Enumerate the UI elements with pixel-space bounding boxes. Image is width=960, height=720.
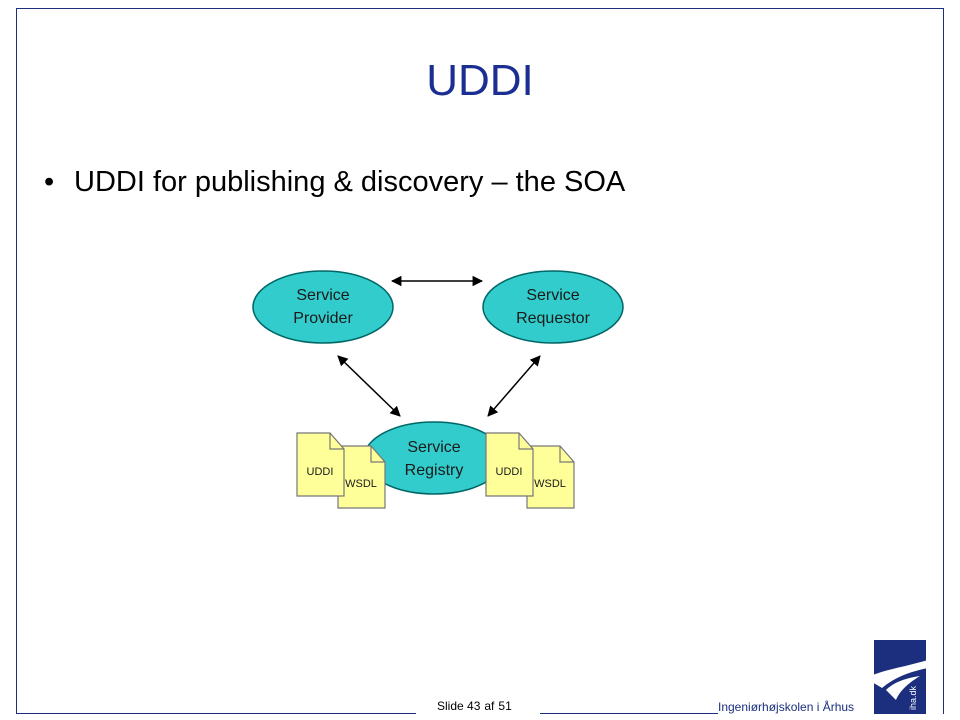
slide-title: UDDI (426, 56, 534, 105)
left-wsdl-label: WSDL (345, 478, 377, 490)
footer-rule-right (540, 713, 718, 714)
service-requestor-line1: Service (526, 287, 579, 304)
right-uddi-doc-shape (485, 432, 534, 497)
right-wsdl-document: WSDL (526, 445, 575, 509)
slide-total: 51 (498, 699, 512, 713)
school-name: Ingeniørhøjskolen i Århus (718, 700, 855, 714)
iha-logo: iha.dk (872, 640, 928, 714)
right-uddi-label: UDDI (496, 466, 523, 478)
left-wsdl-doc-shape (337, 445, 386, 509)
bullet-item: • UDDI for publishing & discovery – the S… (44, 166, 625, 199)
service-provider-line2: Provider (293, 310, 353, 327)
service-requestor-node (482, 270, 624, 344)
bullet-marker: • (44, 166, 55, 198)
left-wsdl-doc-fold (370, 446, 385, 463)
slide-number: Slide 43 (437, 699, 481, 713)
left-wsdl-document: WSDL (337, 445, 386, 509)
service-registry-line2: Registry (405, 462, 464, 479)
right-uddi-doc-fold (518, 433, 533, 450)
footer-rule-left (16, 713, 416, 714)
service-registry-line1: Service (407, 439, 460, 456)
arrow-provider-registry (337, 355, 401, 417)
logo-text: iha.dk (908, 685, 918, 710)
service-provider-node (252, 270, 394, 344)
right-wsdl-label: WSDL (534, 478, 566, 490)
right-wsdl-doc-fold (559, 446, 574, 463)
left-uddi-doc-shape (296, 432, 345, 497)
right-uddi-document: UDDI (485, 432, 534, 497)
logo-bird-wing (886, 676, 920, 700)
slide-of-label: af (484, 699, 495, 713)
slide-frame (16, 8, 944, 714)
left-uddi-label: UDDI (307, 466, 334, 478)
left-uddi-doc-fold (329, 433, 344, 450)
service-provider-line1: Service (296, 287, 349, 304)
left-uddi-document: UDDI (296, 432, 345, 497)
arrow-requestor-registry (487, 355, 541, 417)
right-wsdl-doc-shape (526, 445, 575, 509)
service-requestor-line2: Requestor (516, 310, 590, 327)
bullet-text: UDDI for publishing & discovery – the SO… (74, 166, 626, 198)
logo-bird-shape (872, 660, 928, 688)
